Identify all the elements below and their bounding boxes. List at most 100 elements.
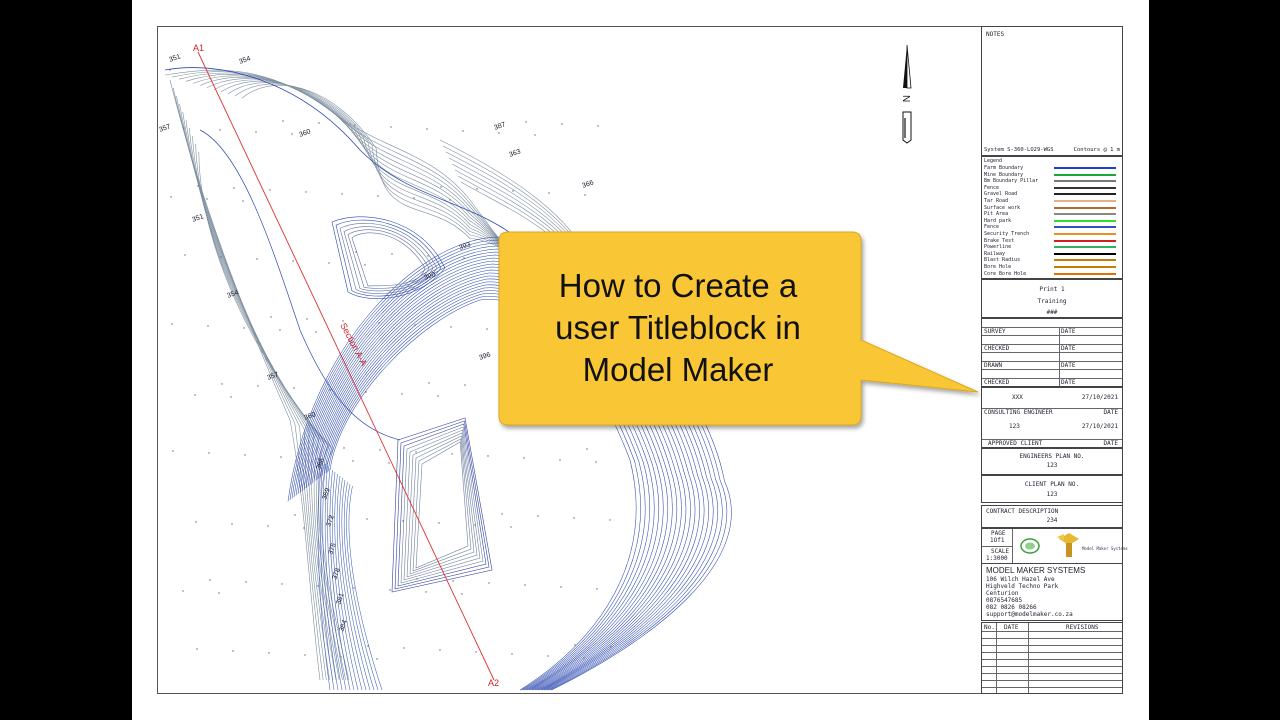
engineer-box: XXX 27/10/2021 CONSULTING ENGINEER DATE … xyxy=(981,387,1123,448)
contour-line xyxy=(348,485,383,691)
spot-height-dot xyxy=(510,526,512,528)
spot-height-dot xyxy=(511,653,513,655)
spot-height-dot xyxy=(303,527,305,529)
spot-height-dot xyxy=(437,395,439,397)
model-maker-logo-icon xyxy=(1057,533,1079,557)
scale-label: SCALE xyxy=(991,548,1010,555)
spot-height-dot xyxy=(270,316,272,318)
spot-height-dot xyxy=(610,646,612,648)
spot-height-dot xyxy=(340,656,342,658)
contour-label: 354 xyxy=(238,55,251,66)
approved-client-label: APPROVED CLIENT xyxy=(988,440,1043,447)
address-line-3: Centurion xyxy=(986,590,1019,597)
spot-height-dot xyxy=(353,587,355,589)
callout-line-2: user Titleblock in xyxy=(555,309,801,346)
legend-swatch xyxy=(1054,193,1116,196)
spot-height-dot xyxy=(388,462,390,464)
rev-no-header: No. xyxy=(984,624,995,631)
contours-label: Contours @ 1 m xyxy=(1073,147,1120,153)
spot-height-dot xyxy=(548,192,550,194)
contour-label: 390 xyxy=(423,271,436,282)
spot-height-dot xyxy=(425,591,427,593)
spot-height-dot xyxy=(367,645,369,647)
spot-height-dot xyxy=(354,124,356,126)
legend-swatch xyxy=(1054,219,1116,222)
notes-label: NOTES xyxy=(986,31,1005,38)
spot-height-dot xyxy=(428,382,430,384)
contour-line xyxy=(406,432,478,578)
contour-line xyxy=(343,481,375,691)
spot-height-dot xyxy=(559,459,561,461)
legend-title: Legend xyxy=(984,158,1003,164)
spot-height-dot xyxy=(218,592,220,594)
spot-height-dot xyxy=(451,453,453,455)
contour-line xyxy=(343,226,434,292)
callout-line-3: Model Maker xyxy=(582,351,774,388)
company-name: MODEL MAKER SYSTEMS xyxy=(986,566,1086,575)
system-row: System S-360-LO29-WGS Contours @ 1 m xyxy=(981,145,1123,156)
spot-height-dot xyxy=(281,583,283,585)
print-box: Print 1 Training ### xyxy=(981,279,1123,318)
legend-item: Surface work xyxy=(984,205,1122,212)
legend-swatch xyxy=(1054,246,1116,249)
legend-item: Powerline xyxy=(984,244,1122,251)
checked-label-2: CHECKED xyxy=(984,379,1010,386)
legend-item: Brake Test xyxy=(984,238,1122,245)
contract-box: CONTRACT DESCRIPTION 234 xyxy=(981,505,1123,528)
spot-height-dot xyxy=(197,185,199,187)
legend-swatch xyxy=(1054,226,1116,229)
spot-height-dot xyxy=(282,120,284,122)
legend-item: Fence xyxy=(984,185,1122,192)
engineers-plan-value: 123 xyxy=(1046,462,1058,469)
contour-label: 396 xyxy=(478,351,491,362)
contour-line xyxy=(331,216,446,299)
contour-label: 393 xyxy=(458,241,471,252)
contour-label: 369 xyxy=(321,487,332,500)
checked-label-1: CHECKED xyxy=(984,345,1010,352)
spot-height-dot xyxy=(279,329,281,331)
spot-height-dot xyxy=(389,589,391,591)
legend-swatch xyxy=(1054,180,1116,183)
spot-height-dot xyxy=(231,523,233,525)
signoff-box: SURVEY DATE CHECKED DATE DRAWN DATE CHEC… xyxy=(981,318,1123,387)
spot-height-dot xyxy=(402,520,404,522)
legend-item: Tar Road xyxy=(984,198,1122,205)
spot-height-dot xyxy=(364,264,366,266)
spot-height-dot xyxy=(474,524,476,526)
spot-height-dot xyxy=(170,196,172,198)
spot-height-dot xyxy=(573,517,575,519)
spot-height-dot xyxy=(415,451,417,453)
spot-height-dot xyxy=(416,578,418,580)
checked-date-label-1: DATE xyxy=(1061,345,1076,352)
contour-line xyxy=(324,465,343,691)
spot-height-dot xyxy=(243,327,245,329)
contour-label: 372 xyxy=(325,514,336,527)
legend-item: Hard park xyxy=(984,218,1122,225)
spot-height-dot xyxy=(537,515,539,517)
spot-height-dot xyxy=(414,324,416,326)
legend-swatch xyxy=(1054,239,1116,242)
rev-date-header: DATE xyxy=(1004,624,1019,631)
spot-height-dot xyxy=(488,582,490,584)
xxx-value: XXX xyxy=(1012,394,1023,401)
spot-height-dot xyxy=(584,194,586,196)
spot-height-dot xyxy=(194,394,196,396)
spot-height-dot xyxy=(501,513,503,515)
spot-height-dot xyxy=(304,654,306,656)
spot-height-dot xyxy=(244,454,246,456)
spot-height-dot xyxy=(609,519,611,521)
spot-height-dot xyxy=(169,69,171,71)
phone-1: 0876547685 xyxy=(986,597,1023,604)
spot-height-dot xyxy=(328,262,330,264)
spot-height-dot xyxy=(427,255,429,257)
spot-height-dot xyxy=(355,251,357,253)
email: support@modelmaker.co.za xyxy=(986,611,1073,618)
spot-height-dot xyxy=(221,383,223,385)
spot-height-dot xyxy=(583,657,585,659)
spot-height-dot xyxy=(462,130,464,132)
print-subtitle: Training xyxy=(1037,298,1067,305)
rev-revisions-header: REVISIONS xyxy=(1066,624,1099,631)
spot-height-dot xyxy=(452,580,454,582)
spot-height-dot xyxy=(475,651,477,653)
